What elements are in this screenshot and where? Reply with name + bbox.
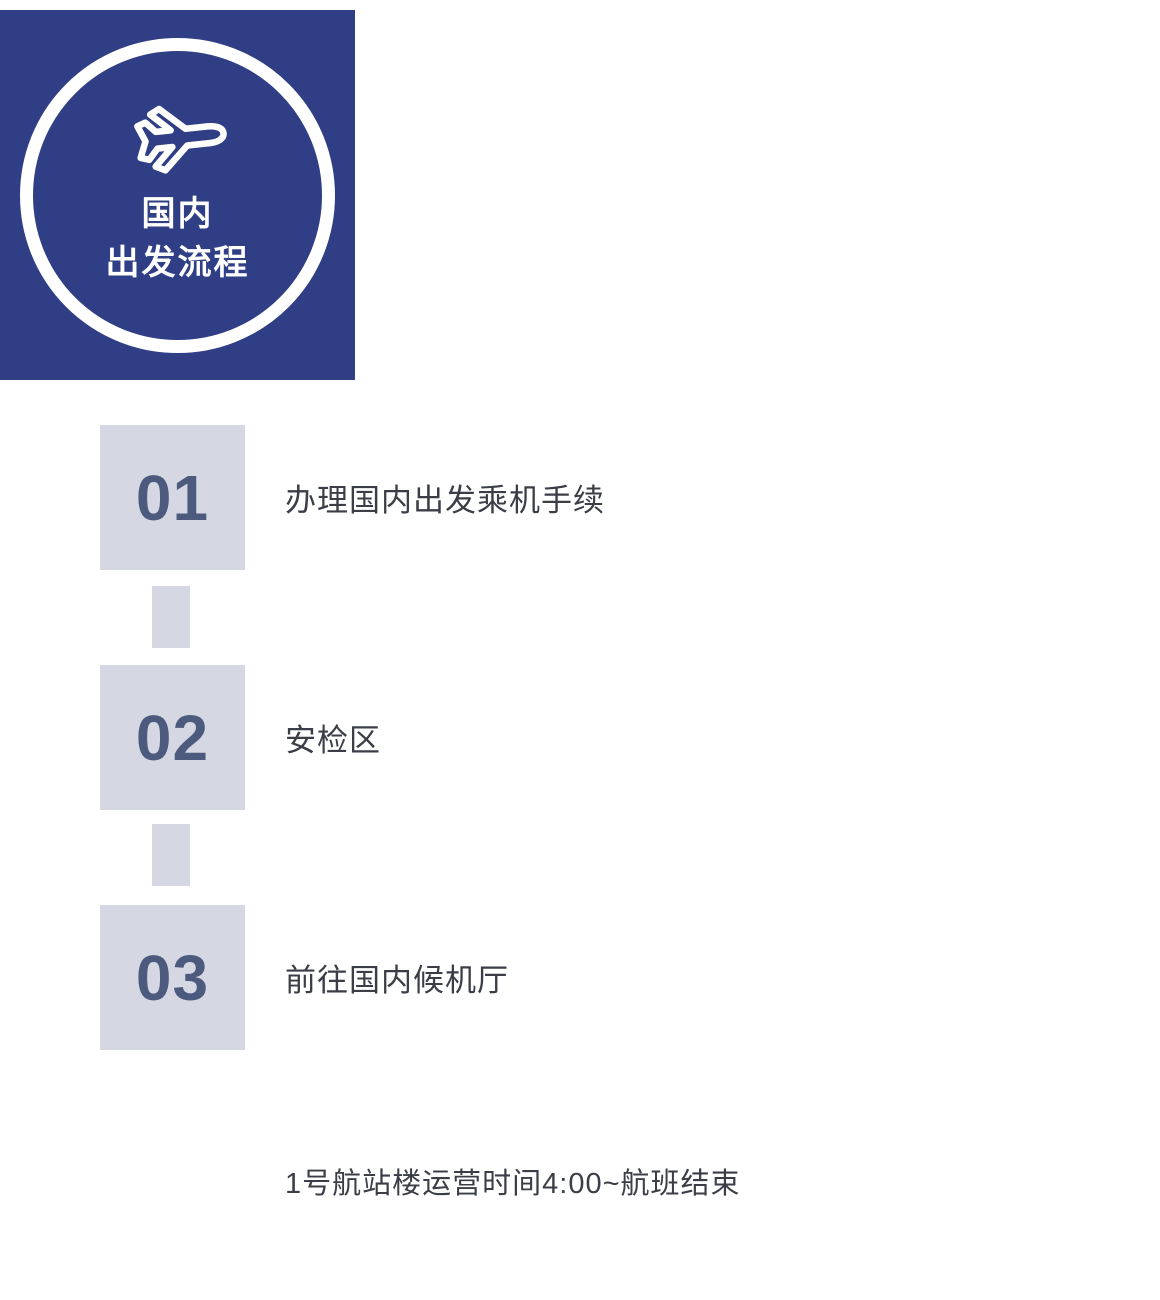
step-2-number: 02 bbox=[135, 701, 210, 774]
step-1-number-box: 01 bbox=[100, 425, 245, 570]
step-3-label: 前往国内候机厅 bbox=[285, 963, 509, 998]
step-connector-2 bbox=[152, 824, 190, 886]
domestic-departure-badge: 国内 出发流程 bbox=[0, 10, 355, 380]
step-2: 02 安检区 bbox=[100, 665, 381, 810]
step-connector-1 bbox=[152, 586, 190, 648]
step-3-number: 03 bbox=[135, 941, 210, 1014]
badge-title-line2: 出发流程 bbox=[105, 244, 250, 282]
step-3: 03 前往国内候机厅 bbox=[100, 905, 509, 1050]
step-1-number: 01 bbox=[135, 461, 210, 534]
step-2-label: 安检区 bbox=[285, 723, 381, 758]
step-2-number-box: 02 bbox=[100, 665, 245, 810]
step-1-label: 办理国内出发乘机手续 bbox=[285, 483, 605, 518]
airplane-icon bbox=[119, 102, 237, 180]
operating-hours-note: 1号航站楼运营时间4:00~航班结束 bbox=[285, 1168, 741, 1200]
step-1: 01 办理国内出发乘机手续 bbox=[100, 425, 605, 570]
badge-title-line1: 国内 bbox=[141, 194, 214, 233]
badge-title: 国内 出发流程 bbox=[106, 190, 250, 289]
badge-circle: 国内 出发流程 bbox=[20, 37, 335, 353]
step-3-number-box: 03 bbox=[100, 905, 245, 1050]
